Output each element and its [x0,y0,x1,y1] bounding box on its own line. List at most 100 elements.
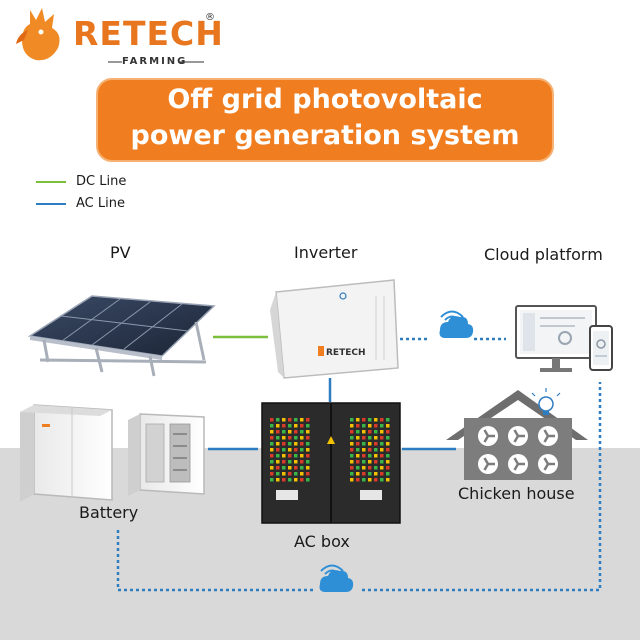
ac-box-indicator-light [368,442,372,446]
ac-box-indicator-light [282,436,286,440]
ac-box-indicator-light [276,424,280,428]
ac-box-indicator-light [350,418,354,422]
ac-box-indicator-light [386,466,390,470]
ac-box-indicator-light [362,460,366,464]
ac-box-indicator-light [306,448,310,452]
ac-box-indicator-light [386,478,390,482]
fan-blade [513,457,520,465]
ac-box-indicator-light [276,460,280,464]
ac-box-indicator-light [306,436,310,440]
ac-box-indicator-light [270,478,274,482]
wifi-cloud-bottom-icon [319,564,354,592]
ac-box-indicator-light [276,418,280,422]
ac-box-indicator-light [306,472,310,476]
ac-box-indicator-light [362,448,366,452]
fan-blade [483,463,490,471]
ac-box-indicator-light [276,448,280,452]
ac-box-indicator-light [300,424,304,428]
ac-box-indicator-light [356,424,360,428]
ac-box-indicator-light [356,466,360,470]
chicken-house-icon [446,390,588,480]
ac-box-indicator-light [288,442,292,446]
ac-box-indicator-light [362,478,366,482]
ac-box-indicator-light [350,472,354,476]
ac-box-indicator-light [368,472,372,476]
ac-box-indicator-light [386,442,390,446]
ac-box-indicator-light [380,442,384,446]
ac-box-indicator-light [374,472,378,476]
ac-box-indicator-light [294,460,298,464]
ac-box-indicator-light [282,478,286,482]
ac-box-indicator-light [380,436,384,440]
ac-box-indicator-light [294,430,298,434]
ac-box-indicator-light [368,418,372,422]
brand-name: RETECH [73,14,224,53]
ac-box-indicator-light [380,448,384,452]
fan-blade [483,435,490,443]
ac-box-indicator-light [270,454,274,458]
label-cloud-platform: Cloud platform [484,245,603,264]
ac-box-indicator-light [368,460,372,464]
ac-box-indicator-light [294,448,298,452]
ac-box-indicator-light [300,430,304,434]
label-chicken-house: Chicken house [458,484,575,503]
ac-box-indicator-light [356,454,360,458]
ac-box-indicator-light [362,466,366,470]
ac-box-indicator-light [276,478,280,482]
ac-box-indicator-light [386,454,390,458]
ac-box-indicator-light [276,454,280,458]
ac-box-indicator-light [380,466,384,470]
ac-box-indicator-light [282,442,286,446]
ac-box-indicator-light [294,454,298,458]
ac-box-indicator-light [294,424,298,428]
ac-box-indicator-light [294,466,298,470]
ac-box-indicator-light [380,430,384,434]
rooster-logo-icon [16,8,60,61]
ac-box-indicator-light [386,418,390,422]
ac-box-indicator-light [270,424,274,428]
legend-ac-label: AC Line [76,196,125,211]
ac-box-indicator-light [356,430,360,434]
ac-box-indicator-light [350,460,354,464]
fan-blade [483,457,490,465]
ac-box-indicator-light [380,472,384,476]
ac-box-indicator-light [300,466,304,470]
ac-box-indicator-light [306,418,310,422]
ac-box-indicator-light [300,442,304,446]
ac-box-indicator-light [270,418,274,422]
ac-box-indicator-light [270,448,274,452]
ac-box-indicator-light [282,466,286,470]
fan-blade [543,463,550,471]
title-banner: Off grid photovoltaic power generation s… [96,78,554,162]
ac-box-indicator-light [282,424,286,428]
ac-box-indicator-light [300,472,304,476]
fan-blade [543,435,550,443]
ac-box-indicator-light [362,472,366,476]
ac-box-icon [261,402,401,524]
ac-box-indicator-light [374,436,378,440]
title-line-1: Off grid photovoltaic [167,84,483,115]
ac-box-indicator-light [386,430,390,434]
ac-box-indicator-light [362,424,366,428]
ac-box-indicator-light [356,448,360,452]
comm-line-battery-cloud [116,530,316,592]
fan-blade [513,429,520,437]
ac-box-indicator-light [270,442,274,446]
ac-box-indicator-light [350,442,354,446]
ac-box-indicator-light [380,454,384,458]
ac-box-indicator-light [362,442,366,446]
ac-box-indicator-light [276,436,280,440]
ac-box-indicator-light [288,418,292,422]
ac-box-indicator-light [288,424,292,428]
solar-panel-icon [27,295,216,377]
ac-box-indicator-light [350,466,354,470]
ac-box-indicator-light [350,436,354,440]
ac-box-indicator-light [368,454,372,458]
comm-line-cloud-platform [362,382,602,592]
ac-box-indicator-light [356,436,360,440]
label-pv: PV [110,243,131,262]
ac-box-indicator-light [368,478,372,482]
ac-box-indicator-light [368,430,372,434]
ac-box-indicator-light [288,466,292,470]
ac-box-indicator-light [386,448,390,452]
